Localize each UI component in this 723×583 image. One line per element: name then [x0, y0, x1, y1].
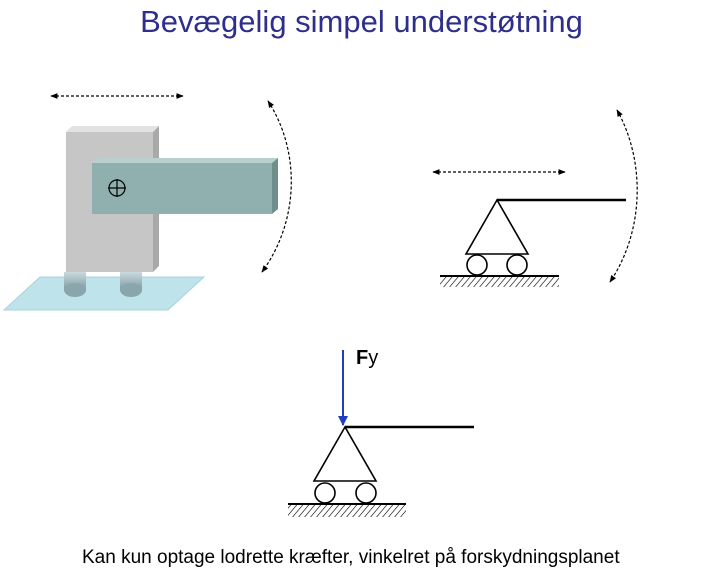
rotation-arrow-icon	[261, 100, 292, 273]
roller-left	[64, 272, 86, 297]
schematic-wheel-left	[314, 482, 336, 504]
pin-crosshair-icon	[108, 179, 126, 197]
roller-support-icon	[464, 198, 530, 255]
roller-right	[120, 272, 142, 297]
beam-top	[92, 158, 278, 163]
force-label: Fy	[356, 347, 378, 370]
force-label-subscript: y	[368, 347, 379, 369]
schematic-wheel-left	[466, 254, 488, 276]
page-title: Bevægelig simpel understøtning	[140, 4, 583, 39]
schematic-wheel-right	[506, 254, 528, 276]
ground-hatch-icon	[440, 277, 559, 287]
roller-support-icon	[312, 425, 378, 482]
force-label-symbol: F	[356, 347, 369, 369]
physical-support-model	[2, 93, 292, 311]
rotation-arrow-icon	[609, 109, 638, 283]
schematic-roller-support	[432, 109, 638, 287]
beam-end	[272, 158, 278, 214]
caption: Kan kun optage lodrette kræfter, vinkelr…	[82, 547, 620, 568]
floor-plate	[2, 276, 206, 311]
schematic-with-force	[288, 350, 474, 517]
block-top	[66, 126, 159, 132]
schematic-wheel-right	[355, 482, 377, 504]
ground-hatch-icon	[288, 505, 406, 517]
